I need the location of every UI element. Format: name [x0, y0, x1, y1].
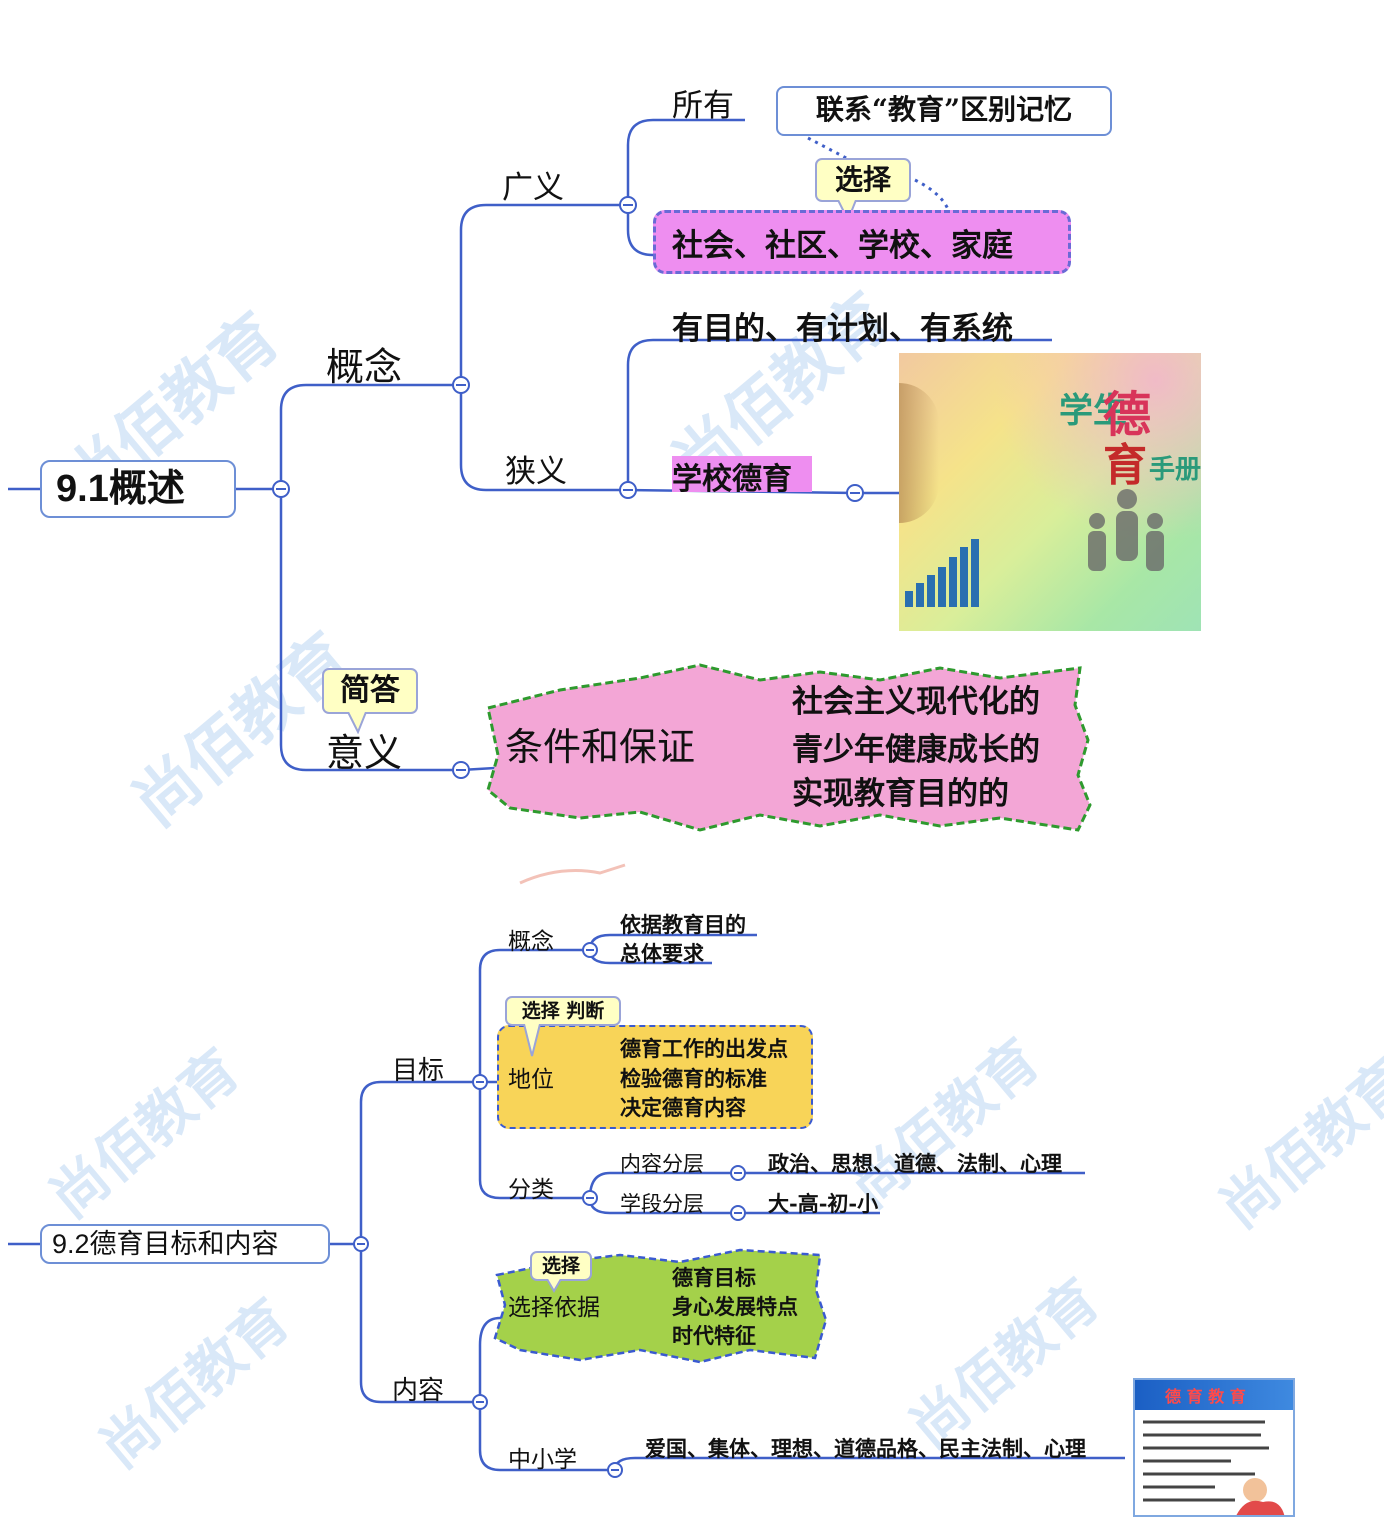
cover-title-yu: 育: [1103, 440, 1147, 491]
tag-choice-judge[interactable]: 选择 判断: [505, 996, 621, 1026]
tag-pointer: [546, 1279, 562, 1293]
school-moral-highlight: [672, 456, 812, 492]
tag-short-answer[interactable]: 简答: [322, 668, 418, 714]
branch-school-moral[interactable]: 学校德育: [672, 462, 792, 497]
class-content-items[interactable]: 政治、思想、道德、法制、心理: [768, 1151, 1062, 1176]
moral-handbook-cover: 学生 德 育 手册: [899, 353, 1201, 631]
branch-content[interactable]: 内容: [392, 1376, 445, 1406]
meaning-item[interactable]: 青少年健康成长的: [792, 732, 1040, 768]
class-stage-items[interactable]: 大-高-初-小: [768, 1191, 879, 1216]
note-compare-education[interactable]: 联系“教育”区别记忆: [776, 86, 1112, 136]
cover-title-student: 学生: [1059, 391, 1127, 431]
status-highlight-box: [497, 1025, 813, 1129]
branch-content-school[interactable]: 中小学: [508, 1447, 577, 1473]
branch-broad[interactable]: 广义: [502, 170, 564, 206]
broad-items-box: [653, 210, 1071, 274]
class-content[interactable]: 内容分层: [620, 1152, 704, 1176]
branch-narrow-attrs[interactable]: 有目的、有计划、有系统: [672, 311, 1013, 347]
content-basis-item[interactable]: 德育目标: [672, 1265, 756, 1290]
poster-text-lines: [1143, 1420, 1285, 1515]
content-basis-item[interactable]: 时代特征: [672, 1323, 756, 1348]
content-school-items[interactable]: 爱国、集体、理想、道德品格、民主法制、心理: [645, 1436, 1086, 1461]
branch-narrow[interactable]: 狭义: [505, 454, 567, 490]
branch-goal[interactable]: 目标: [392, 1056, 445, 1086]
cover-illustration: [905, 489, 1164, 607]
broad-items[interactable]: 社会、社区、学校、家庭: [672, 228, 1013, 264]
meaning-main[interactable]: 条件和保证: [505, 725, 696, 769]
page-divider: [519, 863, 626, 885]
branch-goal-concept[interactable]: 概念: [508, 929, 554, 955]
class-stage[interactable]: 学段分层: [620, 1192, 704, 1216]
branch-concept[interactable]: 概念: [326, 345, 403, 389]
goal-concept-item[interactable]: 总体要求: [620, 941, 704, 966]
goal-status-item[interactable]: 检验德育的标准: [620, 1066, 767, 1091]
goal-status-item[interactable]: 决定德育内容: [620, 1095, 746, 1120]
poster-header: 德 育 教 育: [1135, 1380, 1293, 1410]
branch-meaning[interactable]: 意义: [326, 731, 403, 775]
poster-title: 德 育 教 育: [1165, 1387, 1246, 1406]
content-basis-item[interactable]: 身心发展特点: [672, 1294, 798, 1319]
tag-pointer: [523, 1024, 541, 1057]
cover-title-de: 德: [1103, 387, 1152, 443]
goal-status-item[interactable]: 德育工作的出发点: [620, 1036, 788, 1061]
root-node-overview[interactable]: 9.1概述: [40, 460, 236, 518]
branch-goal-class[interactable]: 分类: [508, 1177, 554, 1203]
cover-title-handbook: 手册: [1149, 455, 1201, 485]
branch-broad-all[interactable]: 所有: [672, 88, 734, 124]
meaning-item[interactable]: 实现教育目的的: [792, 776, 1009, 812]
moral-education-poster: 德 育 教 育: [1133, 1378, 1295, 1517]
tag-choice[interactable]: 选择: [815, 158, 911, 202]
meaning-item[interactable]: 社会主义现代化的: [792, 684, 1040, 720]
goal-concept-item[interactable]: 依据教育目的: [620, 912, 746, 937]
tag-pointer: [347, 712, 367, 734]
branch-content-basis[interactable]: 选择依据: [508, 1295, 600, 1321]
branch-goal-status[interactable]: 地位: [508, 1067, 554, 1093]
tag-choice-small[interactable]: 选择: [530, 1251, 592, 1281]
root-node-goals-content[interactable]: 9.2德育目标和内容: [40, 1224, 330, 1264]
